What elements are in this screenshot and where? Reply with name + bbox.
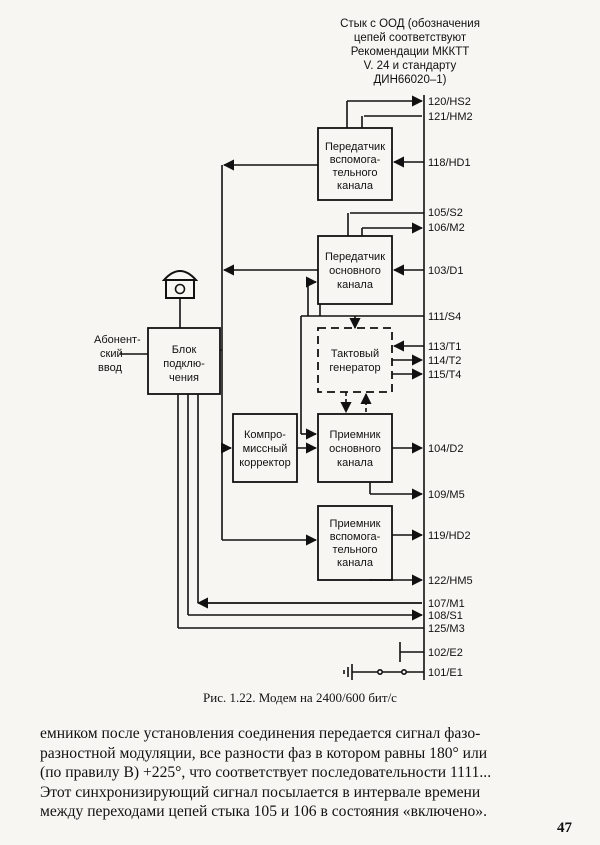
circuit-label: 107/M1 xyxy=(428,598,465,610)
circuit-label: 113/T1 xyxy=(428,341,461,353)
block-label: вспомога- xyxy=(330,154,381,166)
header-line: цепей соответствуют xyxy=(354,32,467,44)
block-label: Передатчик xyxy=(325,141,385,153)
block-label: канала xyxy=(337,457,374,469)
telephone-icon xyxy=(161,270,199,328)
body-paragraph: емником после установления соединения пе… xyxy=(40,724,564,822)
page-number: 47 xyxy=(557,820,572,836)
ground-icon xyxy=(343,664,407,680)
circuit-label: 101/E1 xyxy=(428,667,463,679)
circuit-label: 125/M3 xyxy=(428,623,465,635)
block-label: подклю- xyxy=(163,358,205,370)
block-label: Приемник xyxy=(330,429,381,441)
interface-header: Стык с ООД (обозначения цепей соответств… xyxy=(340,18,480,86)
block-label: основного xyxy=(329,443,381,455)
header-line: Стык с ООД (обозначения xyxy=(340,18,480,30)
header-line: ДИН66020–1) xyxy=(374,74,447,86)
block-label: Тактовый xyxy=(331,348,379,360)
compromise-equalizer-block: Компро- миссный корректор xyxy=(232,413,298,483)
block-label: вспомога- xyxy=(330,531,381,543)
block-label: основного xyxy=(329,265,381,277)
subscriber-input-label: ский xyxy=(100,348,123,360)
body-line: (по правилу B) +225°, что соответствует … xyxy=(40,764,492,781)
block-label: миссный xyxy=(243,443,288,455)
block-label: тельного xyxy=(333,544,378,556)
header-line: V. 24 и стандарту xyxy=(364,60,457,72)
main-transmitter-block: Передатчик основного канала xyxy=(317,235,393,305)
aux-receiver-block: Приемник вспомога- тельного канала xyxy=(317,505,393,581)
circuit-labels: 120/HS2 121/HM2 118/HD1 105/S2 106/M2 10… xyxy=(428,96,473,679)
block-label: Передатчик xyxy=(325,251,385,263)
subscriber-input-label: ввод xyxy=(98,362,122,374)
body-line: между переходами цепей стыка 105 и 106 в… xyxy=(40,803,487,820)
figure-caption: Рис. 1.22. Модем на 2400/600 бит/с xyxy=(203,690,397,705)
circuit-label: 121/HM2 xyxy=(428,111,473,123)
circuit-label: 118/HD1 xyxy=(428,157,471,169)
block-label: Приемник xyxy=(330,518,381,530)
block-label: канала xyxy=(337,180,374,192)
subscriber-input: Абонент- ский ввод xyxy=(94,334,148,374)
clock-generator-block: Тактовый генератор xyxy=(317,327,393,393)
block-label: чения xyxy=(169,372,199,384)
block-label: канала xyxy=(337,279,374,291)
circuit-label: 108/S1 xyxy=(428,610,463,622)
body-line: разностной модуляции, все разности фаз в… xyxy=(40,744,488,762)
circuit-label: 120/HS2 xyxy=(428,96,471,108)
block-label: канала xyxy=(337,557,374,569)
circuit-label: 114/T2 xyxy=(428,355,461,367)
subscriber-input-label: Абонент- xyxy=(94,334,141,346)
circuit-label: 105/S2 xyxy=(428,207,463,219)
circuit-label: 119/HD2 xyxy=(428,530,471,542)
main-receiver-block: Приемник основного канала xyxy=(317,413,393,483)
circuit-label: 111/S4 xyxy=(428,311,461,323)
internal-wiring xyxy=(177,95,424,673)
block-label: генератор xyxy=(329,362,380,374)
block-label: Блок xyxy=(172,344,197,356)
circuit-label: 122/HM5 xyxy=(428,575,473,587)
circuit-label: 115/T4 xyxy=(428,369,461,381)
circuit-label: 104/D2 xyxy=(428,443,463,455)
header-line: Рекомендации МККТТ xyxy=(351,46,470,58)
body-line: Этот синхронизирующий сигнал посылается … xyxy=(40,783,481,801)
block-label: тельного xyxy=(333,167,378,179)
modem-block-diagram: Стык с ООД (обозначения цепей соответств… xyxy=(94,18,480,680)
body-line: емником после установления соединения пе… xyxy=(40,725,481,742)
circuit-label: 109/M5 xyxy=(428,489,465,501)
block-label: Компро- xyxy=(244,429,286,441)
circuit-label: 103/D1 xyxy=(428,265,463,277)
aux-transmitter-block: Передатчик вспомога- тельного канала xyxy=(317,127,393,201)
connection-unit-block: Блок подклю- чения xyxy=(147,327,221,395)
circuit-label: 102/E2 xyxy=(428,647,463,659)
circuit-label: 106/M2 xyxy=(428,222,465,234)
block-label: корректор xyxy=(239,457,291,469)
